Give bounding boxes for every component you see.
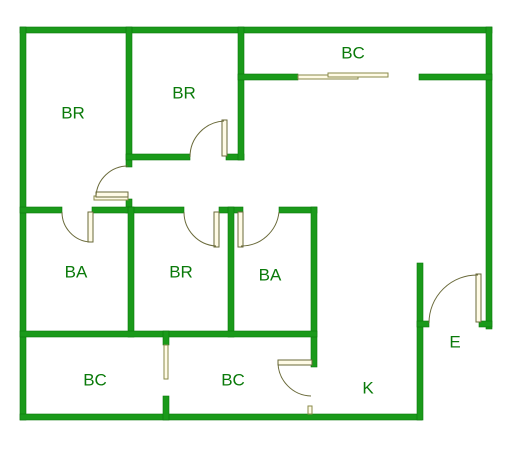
door-ba-right xyxy=(237,211,280,248)
kitchen-marker xyxy=(307,405,313,415)
wall-row-a xyxy=(19,206,63,214)
wall-bc-top-bottom-b xyxy=(418,73,493,81)
wall-outer-right xyxy=(485,26,493,330)
wall-br-top-right xyxy=(237,26,245,161)
wall-bc-divider-bottom xyxy=(162,395,170,421)
wall-bc-top-bottom-a xyxy=(237,73,299,81)
wall-ba-right-right xyxy=(310,206,318,368)
sliding-door-top xyxy=(297,72,389,80)
door-entry xyxy=(428,273,482,324)
wall-outer-left xyxy=(19,26,27,421)
room-label-br-mid: BR xyxy=(169,262,193,281)
wall-br-top-bottom-a xyxy=(125,153,191,161)
wall-outer-bottom xyxy=(19,413,423,421)
wall-ba-left-right xyxy=(127,206,135,338)
sliding-door-bc-divider xyxy=(163,344,169,380)
room-label-bc-bottom-mid: BC xyxy=(221,370,245,389)
room-label-br-left: BR xyxy=(61,103,85,122)
door-br-mid xyxy=(183,211,220,248)
wall-br-mid-right xyxy=(227,206,235,338)
wall-bc-divider-top xyxy=(162,330,170,346)
door-ba-left xyxy=(61,211,94,243)
room-label-kitchen: K xyxy=(362,378,374,397)
wall-br-divider xyxy=(125,26,133,168)
door-br-top xyxy=(189,119,228,158)
room-label-bc-bottom-left: BC xyxy=(83,370,107,389)
door-br-left xyxy=(95,165,129,198)
room-label-bc-top: BC xyxy=(341,43,365,62)
room-label-ba-right: BA xyxy=(259,265,282,284)
wall-outer-top xyxy=(19,26,493,34)
room-label-entry: E xyxy=(449,332,460,351)
wall-entry-stub xyxy=(478,320,493,328)
room-label-br-top: BR xyxy=(172,83,196,102)
wall-kitchen-right-cap xyxy=(416,320,430,328)
wall-row-b xyxy=(91,206,185,214)
wall-kitchen-right xyxy=(416,262,424,421)
room-label-ba-left: BA xyxy=(65,262,88,281)
door-bc-bottom-mid xyxy=(277,359,313,397)
walls xyxy=(19,26,493,421)
room-labels: BR BR BC BA BR BA BC BC K E xyxy=(61,43,460,397)
